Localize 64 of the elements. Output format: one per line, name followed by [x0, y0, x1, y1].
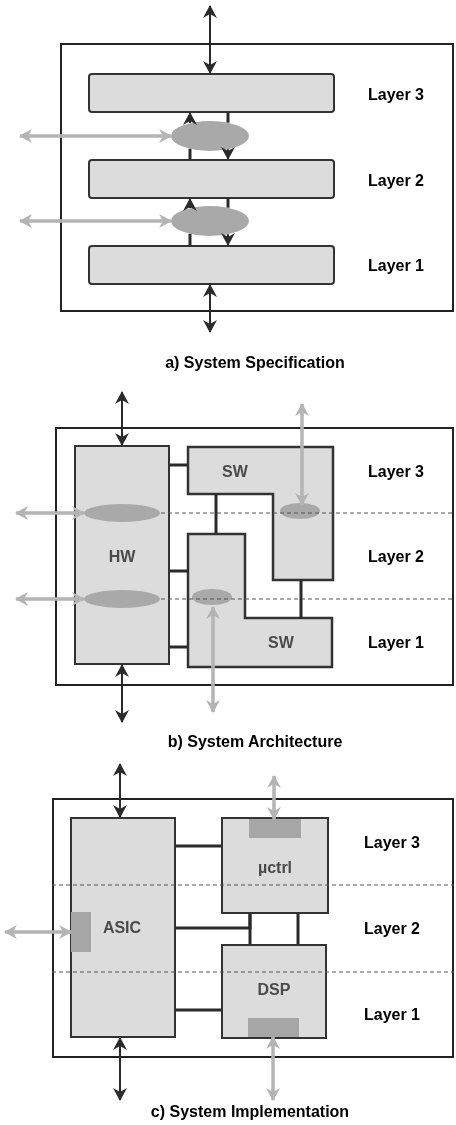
- layer-label: Layer 2: [368, 547, 424, 567]
- arrow: [19, 214, 172, 228]
- arrow: [113, 1037, 127, 1101]
- panel-frame: [60, 43, 454, 312]
- connector-line: [214, 494, 218, 534]
- port-block: [71, 912, 91, 952]
- component-block: [74, 445, 170, 665]
- block-label: µctrl: [257, 858, 293, 878]
- connector-line: [170, 645, 188, 649]
- block-label: SW: [222, 462, 248, 482]
- layer-label: Layer 3: [368, 462, 424, 482]
- block-label: HW: [108, 547, 136, 567]
- arrow: [267, 775, 281, 820]
- arrow: [203, 284, 217, 333]
- panel-frame: [55, 427, 454, 686]
- layer-label: Layer 3: [364, 833, 420, 853]
- connector-line: [176, 844, 221, 848]
- layer-label: Layer 1: [368, 256, 424, 276]
- arrow: [115, 664, 129, 723]
- layer-label: Layer 1: [364, 1005, 420, 1025]
- arrow: [4, 925, 72, 939]
- component-block: [70, 817, 176, 1038]
- port-block: [248, 1018, 299, 1037]
- connector-line: [226, 199, 230, 208]
- component-block: [221, 944, 327, 1039]
- arrow: [15, 592, 85, 606]
- layer-label: Layer 2: [364, 919, 420, 939]
- arrow: [266, 1036, 280, 1101]
- block-label: SW: [268, 633, 294, 653]
- component-block: [221, 817, 329, 914]
- arrow: [19, 129, 172, 143]
- arrow: [295, 403, 309, 506]
- layer-bar: [88, 159, 335, 199]
- panel-caption: c) System Implementation: [150, 1102, 350, 1122]
- connector-line: [170, 569, 188, 573]
- panel-frame: [52, 798, 454, 1058]
- arrow: [113, 763, 127, 818]
- panel-caption: a) System Specification: [165, 353, 345, 373]
- arrow: [183, 198, 197, 211]
- layer-label: Layer 2: [368, 171, 424, 191]
- connector-line: [176, 1008, 221, 1012]
- arrow: [15, 506, 85, 520]
- panel-caption: b) System Architecture: [167, 732, 343, 752]
- arrow: [206, 606, 220, 713]
- connector-line: [226, 113, 230, 123]
- connector-line: [188, 233, 192, 245]
- layer-label: Layer 1: [368, 633, 424, 653]
- block-label: ASIC: [102, 918, 142, 938]
- block-label: DSP: [257, 980, 291, 1000]
- layer-bar: [88, 245, 335, 285]
- arrow: [203, 5, 217, 74]
- connector-line: [299, 580, 303, 618]
- connector-line: [296, 914, 300, 944]
- component-block: [188, 534, 332, 667]
- arrow: [115, 391, 129, 446]
- layer-bar: [88, 73, 335, 113]
- arrow: [183, 112, 197, 125]
- connector-line: [248, 914, 252, 944]
- arrow: [221, 147, 235, 160]
- layer-label: Layer 3: [368, 85, 424, 105]
- connector-line: [170, 463, 188, 467]
- connector-line: [188, 148, 192, 159]
- arrow: [221, 233, 235, 246]
- port-block: [249, 819, 301, 838]
